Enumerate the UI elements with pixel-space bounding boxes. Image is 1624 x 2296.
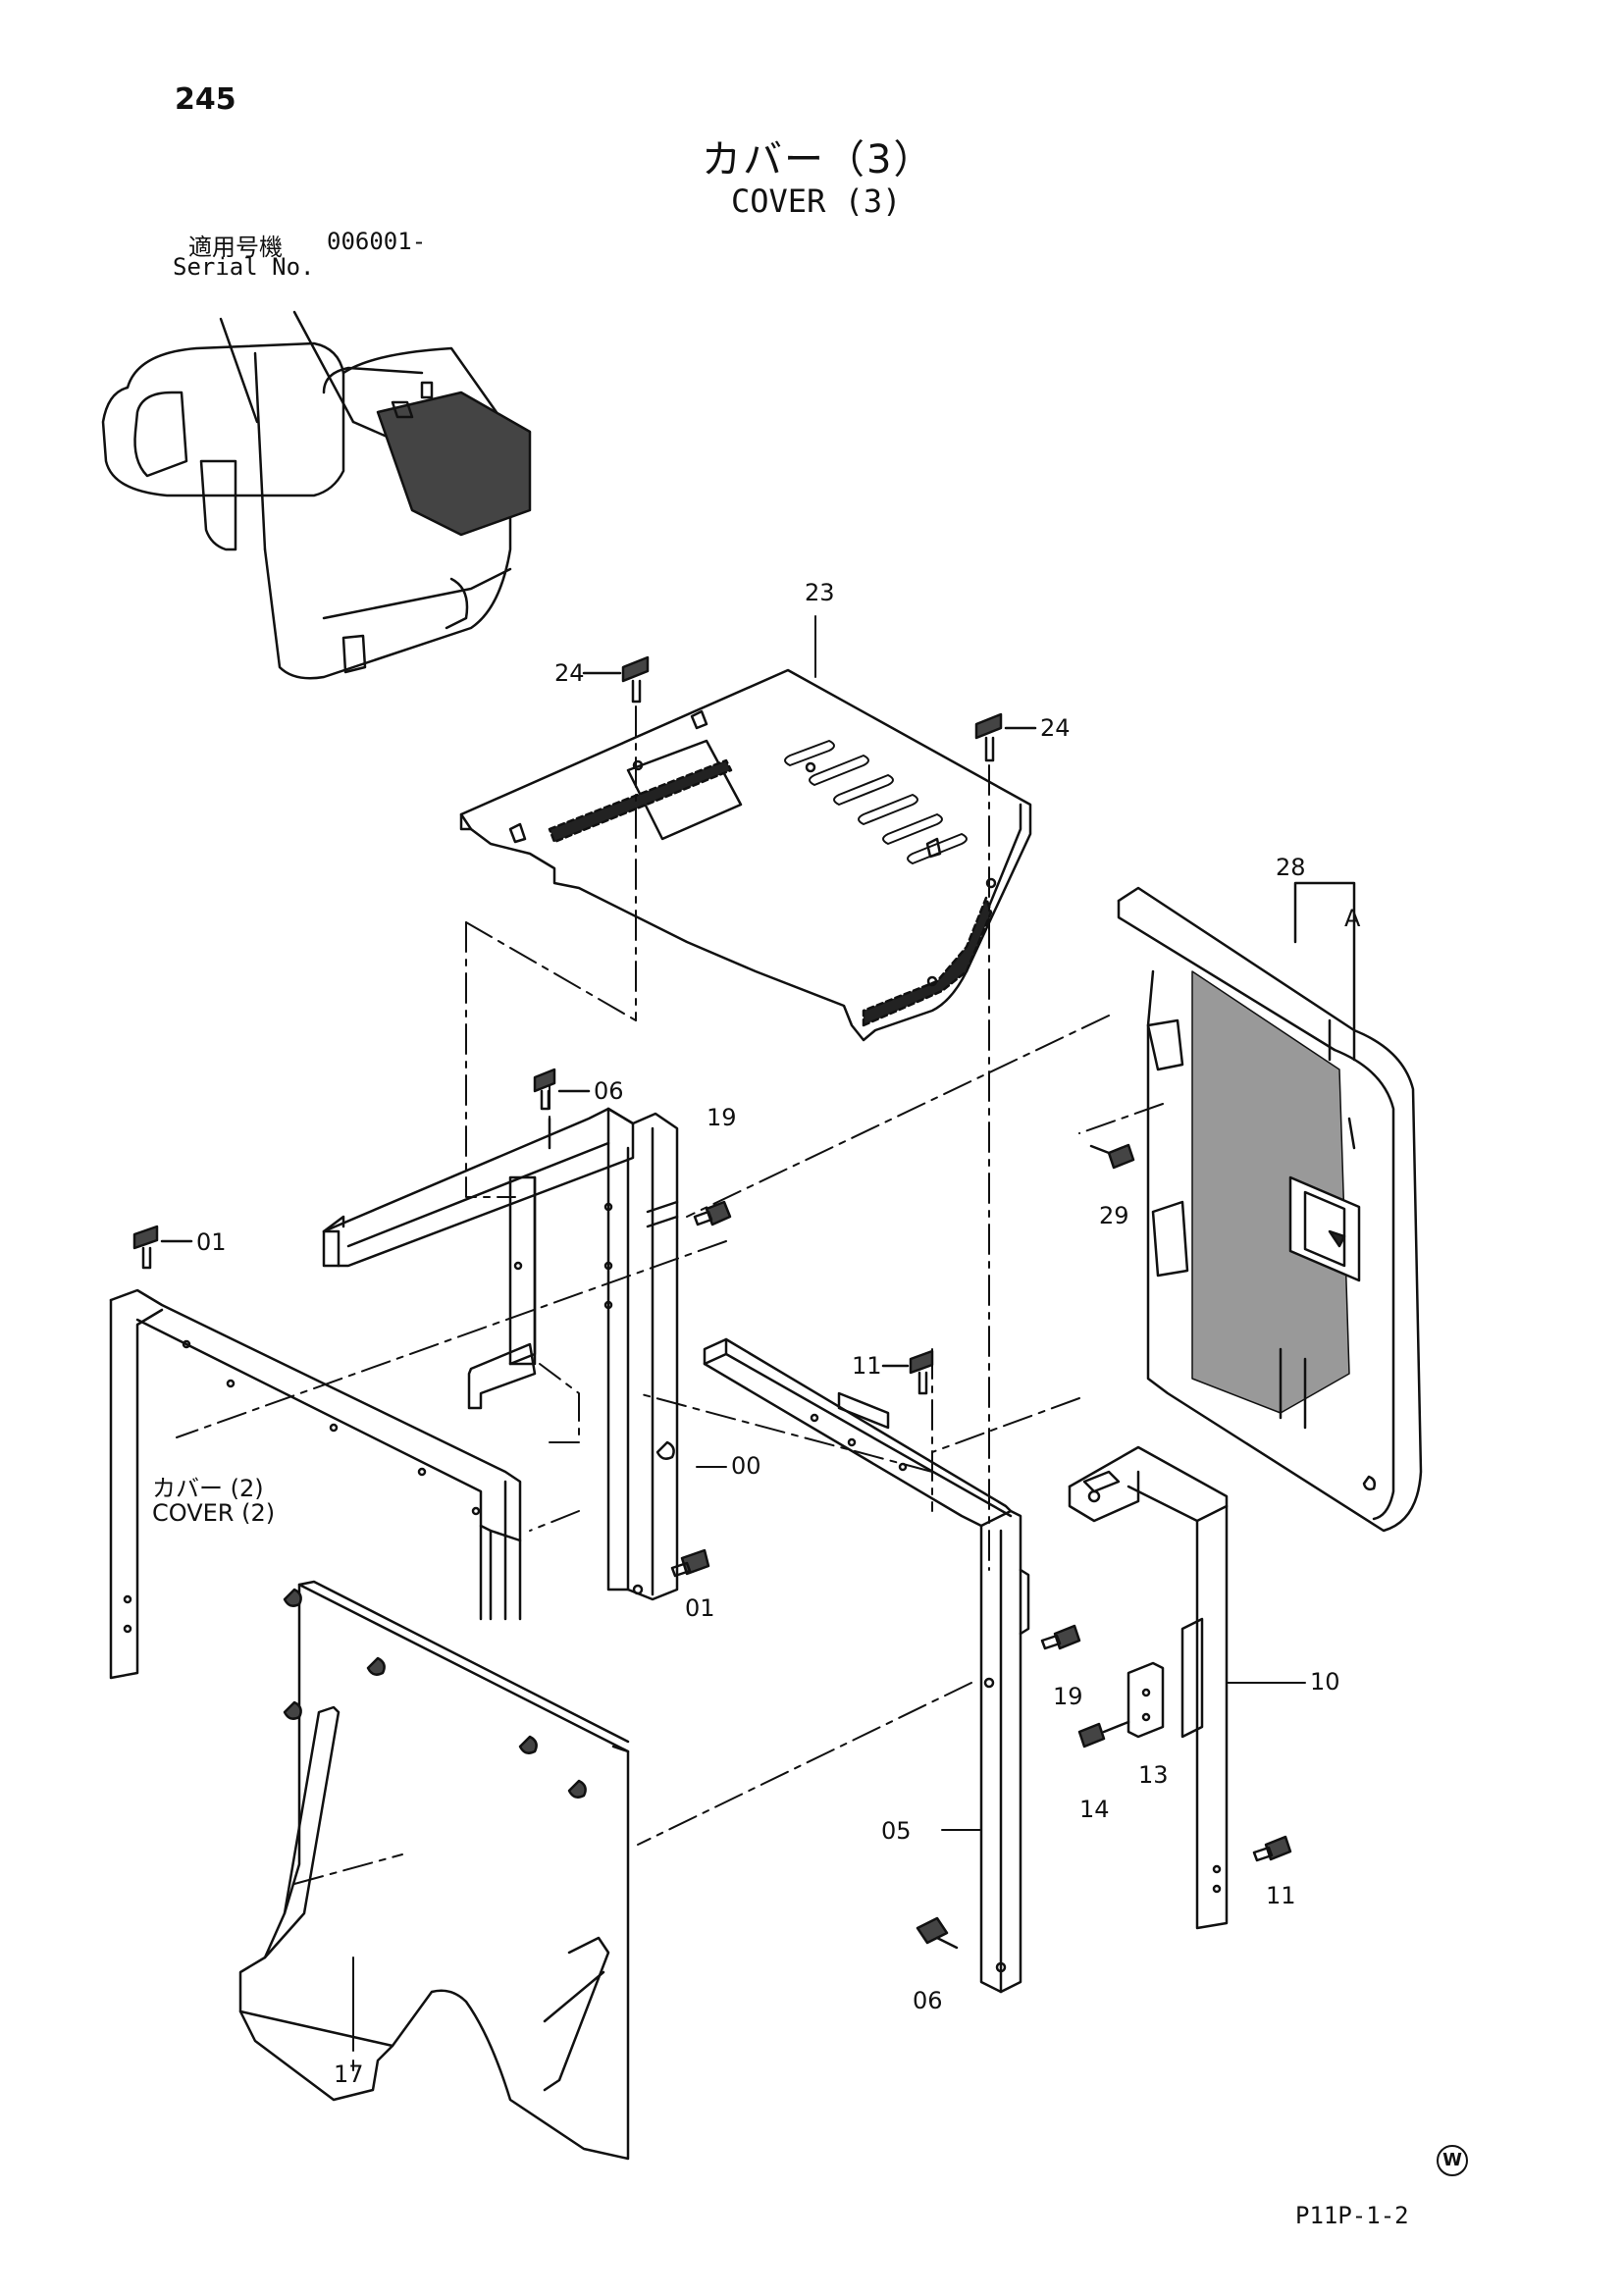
bracket-13 [1126, 1661, 1165, 1739]
machine-location-thumbnail [101, 310, 532, 680]
part-label-05: 05 [881, 1817, 912, 1845]
part-label-23: 23 [805, 579, 835, 606]
right-bracket-10 [1068, 1445, 1229, 1930]
bolt-24-right [974, 712, 1037, 762]
part-label-19-lower: 19 [1053, 1683, 1083, 1710]
bolt-19-lower [1040, 1624, 1081, 1650]
part-label-10: 10 [1310, 1668, 1340, 1696]
vertical-post-05 [979, 1509, 1030, 1994]
assembly-guide-lines [176, 705, 1164, 1885]
bolt-29 [1089, 1143, 1135, 1170]
leader-lines [352, 615, 1306, 2071]
lower-panel-17 [238, 1580, 630, 2161]
horizontal-bar [703, 1337, 1013, 1528]
side-door-panel-28 [1117, 886, 1423, 1533]
part-label-06-top: 06 [594, 1077, 624, 1105]
bolt-24-left [582, 655, 650, 704]
serial-number-value: 006001- [327, 228, 427, 255]
part-label-11-lower: 11 [1266, 1882, 1296, 1909]
part-label-29: 29 [1099, 1202, 1129, 1229]
bolt-01-lower [670, 1548, 710, 1578]
part-label-11-upper: 11 [852, 1352, 882, 1380]
part-label-17: 17 [334, 2061, 364, 2088]
page-title-english: COVER (3) [731, 183, 902, 220]
upper-frame-bracket [322, 1107, 635, 1268]
part-label-01-lower: 01 [685, 1594, 715, 1622]
page-title-japanese: カバー（3） [702, 137, 935, 183]
part-label-19-upper: 19 [707, 1104, 737, 1131]
part-label-24-left: 24 [554, 659, 585, 687]
cross-reference-japanese: カバー (2) [152, 1475, 264, 1502]
part-28-bracket [1293, 881, 1356, 1062]
part-label-A: A [1344, 905, 1361, 932]
part-label-06-lower: 06 [913, 1987, 943, 2014]
bolt-19-upper [693, 1200, 732, 1226]
serial-label-japanese: 適用号機 [188, 234, 283, 261]
part-label-01-upper: 01 [196, 1228, 227, 1256]
cross-reference-english: COVER (2) [152, 1499, 276, 1527]
part-label-13: 13 [1138, 1761, 1169, 1789]
bolt-01-upper [132, 1225, 193, 1270]
part-label-00: 00 [731, 1452, 761, 1480]
part-label-14: 14 [1079, 1796, 1110, 1823]
part-label-28: 28 [1276, 854, 1306, 881]
bolt-06-top [533, 1068, 591, 1111]
part-label-24-right: 24 [1040, 714, 1071, 742]
circled-w-mark: W [1437, 2145, 1468, 2176]
vertical-frame-00 [467, 1107, 679, 1601]
bolt-14 [1077, 1720, 1130, 1748]
bolt-11-lower [1252, 1835, 1292, 1862]
bolt-06-lower [916, 1916, 959, 1950]
bolt-11-upper [881, 1349, 934, 1395]
figure-code: P11P-1-2 [1295, 2202, 1409, 2229]
serial-label-english: Serial No. [173, 253, 315, 281]
top-cover-plate [459, 668, 1032, 1042]
left-frame [109, 1288, 522, 1680]
page-number: 245 [175, 82, 236, 117]
